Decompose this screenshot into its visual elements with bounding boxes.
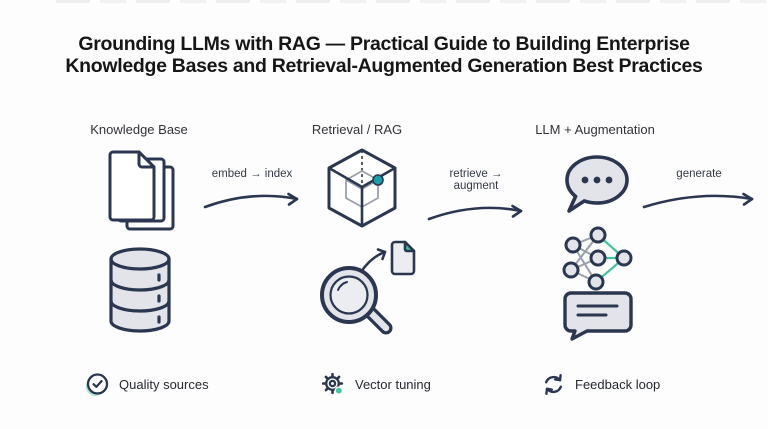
chat-bubble-icon xyxy=(565,155,629,213)
database-icon xyxy=(109,247,171,333)
footer-label: Quality sources xyxy=(119,376,209,392)
page-title: Grounding LLMs with RAG — Practical Guid… xyxy=(0,33,768,77)
cropped-text-artifact xyxy=(56,0,768,3)
curved-arrow-icon xyxy=(427,204,523,221)
message-box-icon xyxy=(563,291,633,341)
title-line-1: Grounding LLMs with RAG — Practical Guid… xyxy=(78,33,690,55)
flow-retrieve-augment: retrieve → augment xyxy=(426,168,526,225)
neural-network-icon xyxy=(562,226,633,291)
vector-cube-icon xyxy=(327,148,397,228)
column-header-knowledge-base: Knowledge Base xyxy=(90,122,188,137)
footer-vector-tuning: Vector tuning xyxy=(321,371,431,397)
column-header-retrieval-rag: Retrieval / RAG xyxy=(311,122,403,137)
refresh-icon xyxy=(545,373,562,395)
column-header-llm-augmentation: LLM + Augmentation xyxy=(535,122,655,137)
flow-label-generate: generate xyxy=(676,168,722,180)
flow-label-retrieve-augment: retrieve → augment xyxy=(449,168,503,192)
footer-label: Feedback loop xyxy=(575,376,661,392)
magnifier-document-icon xyxy=(320,240,416,335)
check-circle-icon xyxy=(86,372,109,396)
footer-label: Vector tuning xyxy=(355,376,431,392)
flow-embed-index: embed → index xyxy=(202,168,302,213)
documents-stack-icon xyxy=(108,150,175,231)
gear-icon xyxy=(321,372,344,395)
curved-arrow-icon xyxy=(642,192,754,209)
flow-generate: generate xyxy=(641,168,757,213)
flow-label-embed-index: embed → index xyxy=(211,168,293,180)
title-line-2: Knowledge Bases and Retrieval-Augmented … xyxy=(65,55,703,77)
curved-arrow-icon xyxy=(203,192,299,209)
footer-quality-sources: Quality sources xyxy=(85,371,209,397)
footer-feedback-loop: Feedback loop xyxy=(541,371,660,397)
